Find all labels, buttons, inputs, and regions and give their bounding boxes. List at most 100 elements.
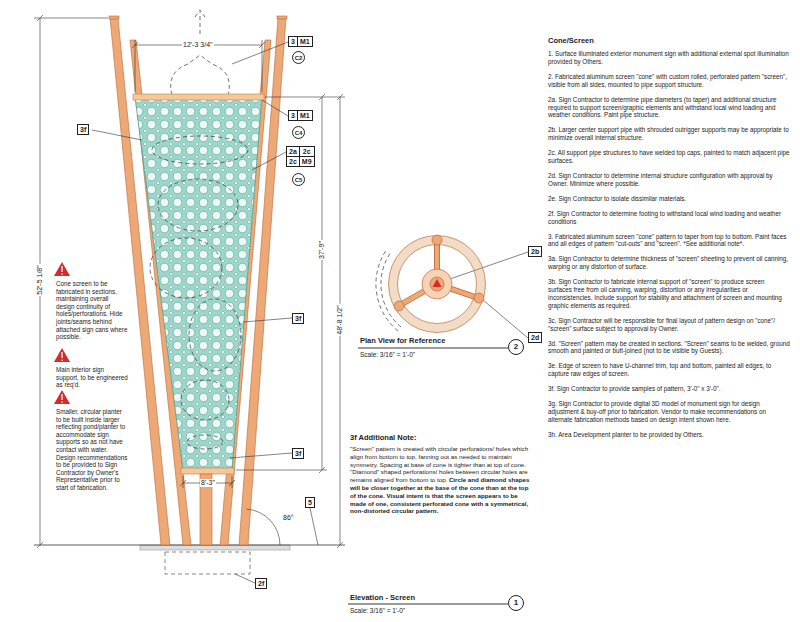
scale-note: Scale: 3/16" = 1'-0" bbox=[350, 607, 405, 615]
callout-circle: C4 bbox=[292, 126, 305, 139]
plan-view bbox=[376, 235, 486, 333]
callout-tag: 2b bbox=[528, 246, 542, 257]
sign-can-outline bbox=[200, 12, 201, 34]
title-rule bbox=[348, 348, 508, 604]
callout-tag: 3f bbox=[292, 448, 304, 459]
callout-number: 2b bbox=[529, 247, 541, 256]
callout-circle: C5 bbox=[292, 173, 305, 186]
leader-line bbox=[252, 152, 286, 170]
callout-tag: 3f bbox=[292, 313, 304, 324]
sign-can-outline bbox=[187, 435, 223, 449]
dimension-line bbox=[236, 470, 327, 471]
callout-tag: 5 bbox=[305, 497, 315, 508]
callout-number: M9 bbox=[299, 156, 314, 166]
callout-tag: 3M1 bbox=[288, 110, 313, 121]
dimension-line bbox=[232, 476, 233, 488]
leader-line bbox=[262, 100, 288, 116]
dimension: 8'-3" bbox=[200, 479, 216, 487]
dimension-line bbox=[34, 15, 345, 548]
note-heading: 3f Additional Note: bbox=[350, 433, 416, 442]
dimension: 52'-5 1/8" bbox=[36, 264, 44, 296]
plan-view bbox=[433, 279, 442, 287]
spec-item: 3e. Edge of screen to have U-channel tri… bbox=[548, 362, 790, 378]
sign-can-outline bbox=[181, 380, 229, 420]
leader-line bbox=[232, 42, 288, 64]
additional-note: "Screen" pattern is created with circula… bbox=[350, 445, 530, 515]
warning-symbol bbox=[61, 266, 62, 272]
dimension-line bbox=[265, 97, 345, 98]
warning-note: Cone screen to be fabricated in sections… bbox=[56, 280, 128, 341]
dimension-line bbox=[319, 94, 325, 473]
spec-item: 2b. Larger center support pipe with shro… bbox=[548, 126, 790, 142]
spec-item: 2c. All support pipe structures to have … bbox=[548, 149, 790, 165]
warning-symbol bbox=[54, 348, 70, 362]
leader-line bbox=[230, 453, 292, 458]
dimension-line bbox=[135, 40, 136, 92]
spec-item: 3f. Sign Contractor to provide samples o… bbox=[548, 385, 790, 393]
callout-number: 2c bbox=[299, 147, 314, 156]
spec-item: 3c. Sign Contractor will be responsible … bbox=[548, 317, 790, 333]
callout-number: 1 bbox=[514, 599, 518, 607]
leader-line bbox=[92, 130, 142, 140]
plan-view bbox=[400, 241, 478, 305]
plan-view bbox=[389, 236, 486, 333]
callout-tag: 2f bbox=[255, 578, 267, 589]
callout-number: C2 bbox=[295, 55, 303, 61]
callout-number: C5 bbox=[295, 177, 303, 183]
sign-can-outline bbox=[152, 136, 248, 164]
leader-line bbox=[483, 300, 528, 338]
dimension: 37'-9" bbox=[318, 240, 326, 260]
angle-label: 86° bbox=[282, 514, 295, 522]
spec-item: 2a. Sign Contractor to determine pipe di… bbox=[548, 96, 790, 120]
dimension-line bbox=[262, 40, 263, 92]
warning-symbol bbox=[61, 359, 63, 361]
callout-number: 3f bbox=[293, 449, 303, 458]
plan-view bbox=[394, 301, 404, 311]
plan-view bbox=[430, 277, 444, 291]
dimension-line bbox=[183, 476, 184, 488]
spec-item: 3h. Area Development planter to be provi… bbox=[548, 431, 790, 439]
outer-pipe bbox=[277, 16, 287, 19]
dimension-line bbox=[180, 480, 235, 486]
dimension-line bbox=[322, 97, 323, 470]
callout-number: 3f bbox=[78, 125, 88, 134]
callout-number: 3 bbox=[289, 37, 297, 46]
callout-number: 5 bbox=[306, 498, 314, 507]
outer-pipe bbox=[109, 16, 287, 545]
outer-pipe bbox=[109, 16, 119, 19]
plan-view bbox=[474, 293, 484, 303]
scale-note: Scale: 3/16" = 1'-0" bbox=[360, 351, 415, 359]
list-heading: Cone/Screen bbox=[548, 36, 594, 45]
callout-number: 2f bbox=[256, 579, 266, 588]
spec-item: 3. Fabricated aluminum screen "cone" pat… bbox=[548, 233, 790, 249]
dimension: 48'-8 1/2" bbox=[336, 304, 344, 336]
warning-note: Smaller, circular planter to be built in… bbox=[56, 408, 128, 492]
callout-number: 3f bbox=[293, 314, 303, 323]
sign-can-outline bbox=[158, 179, 238, 231]
spec-item: 2f. Sign Contractor to determine footing… bbox=[548, 210, 790, 226]
plan-view bbox=[422, 269, 452, 299]
warning-symbol bbox=[61, 273, 63, 275]
screen-trim bbox=[133, 94, 264, 100]
callout-number: M1 bbox=[297, 37, 312, 46]
callout-number: 2d bbox=[529, 333, 541, 342]
warning-note: Main interior sign support, to be engine… bbox=[56, 366, 128, 389]
warning-symbol bbox=[54, 390, 70, 404]
spec-item: 3d. "Screen" pattern may be created in s… bbox=[548, 340, 790, 356]
outer-pipe bbox=[110, 18, 170, 545]
view-title: Plan View for Reference bbox=[360, 336, 445, 345]
leader-line bbox=[235, 574, 255, 583]
callout-circle: 2 bbox=[508, 339, 524, 355]
callout-tag: 2a2c2cM9 bbox=[286, 146, 315, 167]
screen-trim bbox=[181, 468, 234, 474]
dimension-line bbox=[34, 18, 108, 19]
callout-tag: 3f bbox=[77, 124, 89, 135]
plan-view bbox=[381, 252, 401, 327]
sign-can-outline bbox=[171, 55, 230, 95]
spec-item: 2e. Sign Contractor to isolate dissimila… bbox=[548, 195, 790, 203]
spec-item: 2. Fabricated aluminum screen "cone" wit… bbox=[548, 73, 790, 89]
callout-tag: 2d bbox=[528, 332, 542, 343]
sign-can-outline bbox=[189, 299, 241, 371]
callout-number: C4 bbox=[295, 130, 303, 136]
